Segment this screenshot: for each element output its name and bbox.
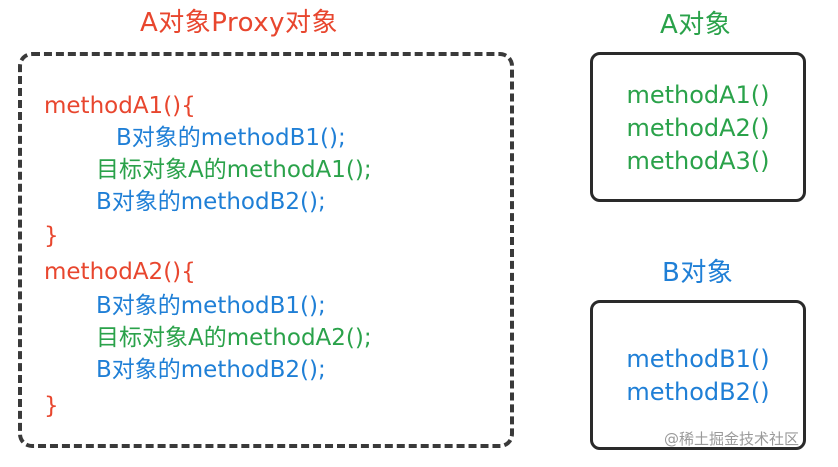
object-a-method-a1: methodA1() [626,81,770,109]
method-a2-header: methodA2(){ [44,259,196,285]
method-a1-close: } [44,223,59,249]
proxy-object-title: A对象Proxy对象 [140,8,339,38]
method-a1-header: methodA1(){ [44,93,196,119]
object-a-method-a3: methodA3() [626,147,770,175]
method-a2-call-target: 目标对象A的methodA2(); [96,325,372,351]
method-a1-call-b1: B对象的methodB1(); [116,125,346,151]
watermark: @稀土掘金技术社区 [664,430,800,448]
method-a1-call-target: 目标对象A的methodA1(); [96,157,372,183]
method-a1-call-b2: B对象的methodB2(); [96,189,326,215]
object-a-method-list: methodA1() methodA2() methodA3() [593,79,803,178]
object-b-method-b1: methodB1() [626,345,770,373]
object-b-box: methodB1() methodB2() [590,300,806,450]
object-a-method-a2: methodA2() [626,114,770,142]
method-a2-call-b2: B对象的methodB2(); [96,357,326,383]
object-b-method-b2: methodB2() [626,378,770,406]
object-a-title: A对象 [660,10,732,40]
object-b-title: B对象 [662,258,734,288]
method-a2-close: } [44,393,59,419]
method-a2-call-b1: B对象的methodB1(); [96,293,326,319]
object-a-box: methodA1() methodA2() methodA3() [590,52,806,202]
proxy-object-box: methodA1(){ B对象的methodB1(); 目标对象A的method… [18,52,514,448]
object-b-method-list: methodB1() methodB2() [593,343,803,409]
